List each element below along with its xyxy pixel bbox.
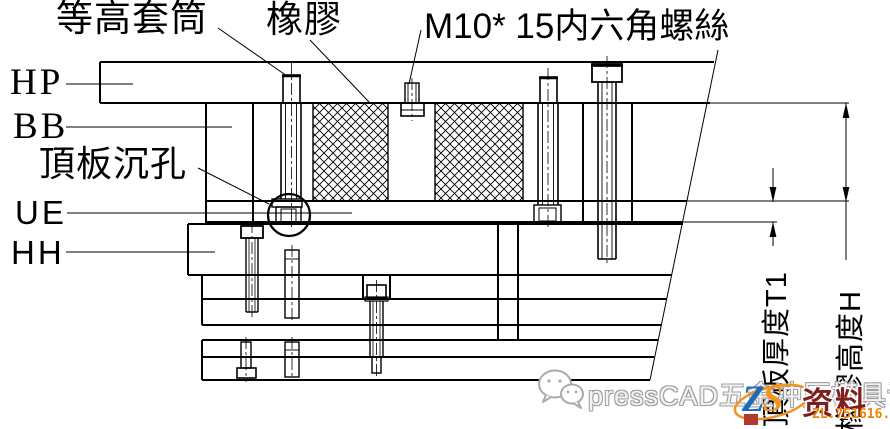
callout-rubber-label: 橡膠 xyxy=(266,0,342,40)
rubber-blocks xyxy=(312,102,524,202)
dimension-arrows xyxy=(769,103,850,237)
detail-circle xyxy=(266,192,312,238)
dowel-pin-lower xyxy=(284,337,300,381)
cap-screw-long xyxy=(591,56,623,266)
plate-label-bb: BB xyxy=(13,106,69,147)
plate-label-hp: HP xyxy=(10,62,64,103)
dowel-pin-upper xyxy=(284,245,300,323)
callout-hex-screw-label: M10* 15内六角螺絲 xyxy=(424,7,730,46)
m10-socket-screw xyxy=(400,78,425,121)
callout-counterbore-label: 頂板沉孔 xyxy=(39,143,188,184)
wechat-icon xyxy=(538,369,584,409)
leader-lines xyxy=(66,27,422,253)
callout-sleeve-label: 等高套筒 xyxy=(56,0,208,39)
plate-label-hh: HH xyxy=(11,234,65,271)
sleeve-bolt-left xyxy=(271,62,303,230)
watermark-text: pressCAD五金冲压模具设计 xyxy=(588,381,890,411)
logo-letter-z: Z xyxy=(742,379,765,420)
logo-monogram: ZS xyxy=(742,378,784,421)
cap-screw-hh xyxy=(240,221,264,318)
sleeve-bolt-right xyxy=(533,68,562,228)
logo-letter-s: S xyxy=(762,379,784,420)
plate-label-ue: UE xyxy=(15,194,67,231)
bottom-screw xyxy=(236,337,257,382)
hex-bolt-lower xyxy=(364,280,389,378)
logo-swoosh-icon xyxy=(733,383,811,425)
site-logo: ZS 资料网 ZL.751616.COM xyxy=(732,376,890,429)
break-line xyxy=(649,49,719,381)
site-url: ZL.751616.COM xyxy=(812,407,890,422)
site-name: 资料网 xyxy=(802,386,868,421)
dimension-lines xyxy=(683,102,849,260)
